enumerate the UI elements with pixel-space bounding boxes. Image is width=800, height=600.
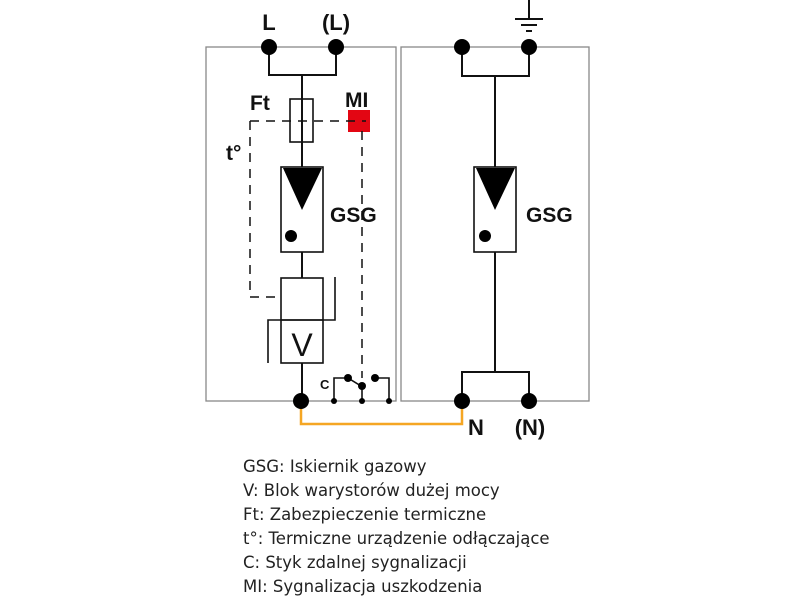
- label-gsg-left: GSG: [330, 204, 377, 227]
- label-l-paren: (L): [322, 10, 350, 35]
- mi-indicator: [348, 110, 370, 132]
- gas-discharge-tube-right: [473, 166, 517, 253]
- ground-icon: [515, 18, 543, 32]
- neutral-link-wire: [299, 401, 464, 426]
- legend-item-ft: Ft: Zabezpieczenie termiczne: [243, 505, 487, 524]
- terminal-pe-2: [521, 39, 537, 55]
- right-wiring: [461, 0, 530, 401]
- terminals: [261, 39, 537, 409]
- gas-discharge-tube-left: [280, 166, 324, 253]
- label-l: L: [262, 10, 275, 35]
- legend-item-gsg: GSG: Iskiernik gazowy: [243, 457, 427, 476]
- thermal-disconnect-dashed-line: [249, 120, 366, 378]
- label-ft: Ft: [250, 92, 270, 115]
- label-t-degree: t°: [226, 142, 241, 165]
- label-mi: MI: [345, 89, 368, 112]
- contact-dots: [331, 374, 392, 404]
- legend-item-mi: MI: Sygnalizacja uszkodzenia: [243, 577, 483, 596]
- terminal-l: [261, 39, 277, 55]
- legend-item-v: V: Blok warystorów dużej mocy: [243, 481, 500, 500]
- label-varistor: V: [291, 327, 313, 363]
- legend: GSG: Iskiernik gazowy V: Blok warystorów…: [243, 455, 550, 599]
- legend-item-c: C: Styk zdalnej sygnalizacji: [243, 553, 467, 572]
- label-n-paren: (N): [515, 415, 546, 440]
- legend-item-t: t°: Termiczne urządzenie odłączające: [243, 529, 550, 548]
- label-contact: C: [320, 377, 330, 392]
- terminal-left-bottom: [293, 393, 309, 409]
- terminal-n: [454, 393, 470, 409]
- terminal-l-paren: [328, 39, 344, 55]
- label-gsg-right: GSG: [526, 204, 573, 227]
- label-n: N: [468, 415, 484, 440]
- right-module-outline: [400, 46, 590, 402]
- terminal-pe-1: [454, 39, 470, 55]
- varistor-block: [267, 277, 336, 364]
- terminal-n-paren: [521, 393, 537, 409]
